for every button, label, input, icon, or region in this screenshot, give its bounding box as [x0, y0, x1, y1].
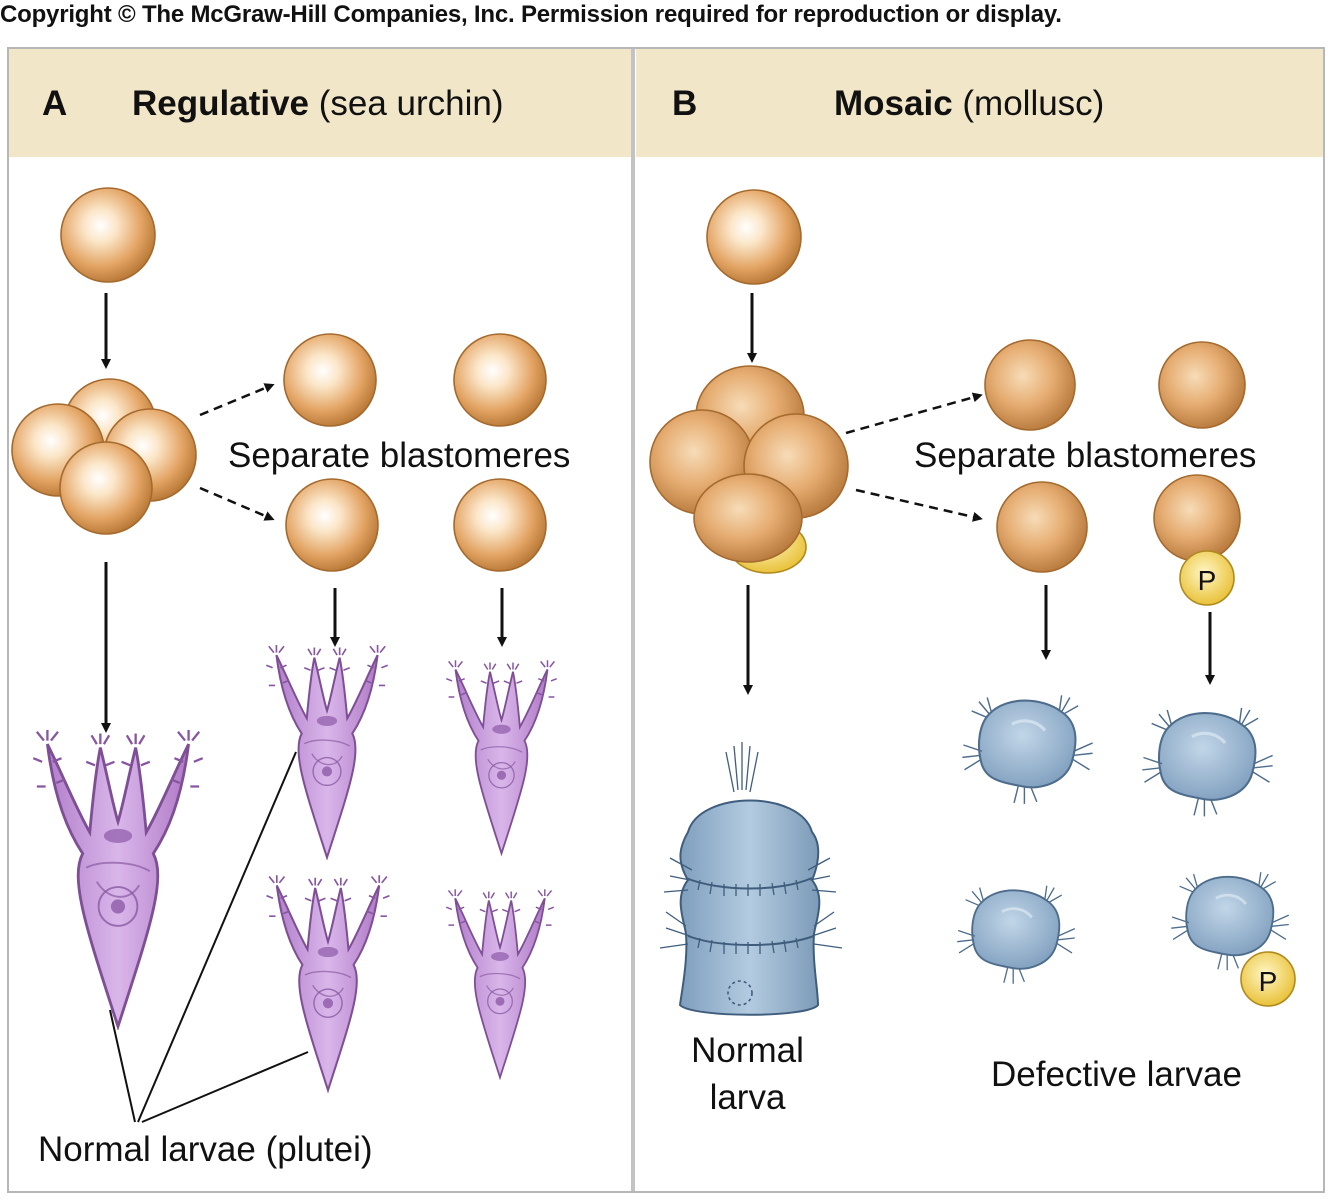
panel-b-normal-larva-label-line2: larva — [709, 1078, 786, 1117]
panel-b-defective-larva-polar-lobe: P — [1240, 951, 1296, 1007]
panel-b-dashed-arrow-upper — [845, 392, 983, 435]
panel-b-blastomeres — [984, 339, 1246, 573]
panel-a-leader-lines — [109, 751, 309, 1123]
polar-lobe-label-1: P — [1198, 565, 1217, 596]
panel-a-egg — [60, 187, 156, 283]
panel-a-title: Regulative (sea urchin) — [132, 84, 504, 124]
panel-b-letter: B — [672, 84, 698, 123]
panel-b-title-rest: (mollusc) — [962, 84, 1105, 123]
panel-b-title-bold: Mosaic — [834, 84, 953, 123]
panel-b-egg — [706, 189, 802, 285]
panel-a-letter: A — [42, 84, 68, 123]
copyright-notice: Copyright © The McGraw-Hill Companies, I… — [0, 1, 1062, 28]
panel-b-dashed-arrow-lower — [855, 488, 983, 522]
panel-b-header — [636, 49, 1323, 157]
panel-a-normal-larvae-label: Normal larvae (plutei) — [38, 1130, 373, 1169]
panel-a-pluteus-half-3 — [265, 874, 391, 1092]
panel-b-separate-blastomeres-label: Separate blastomeres — [914, 436, 1257, 475]
panel-a-title-bold: Regulative — [132, 84, 309, 123]
panel-a-4cell-embryo — [11, 378, 197, 535]
panel-a-header — [9, 49, 632, 157]
panel-a-pluteus-half-1 — [265, 645, 389, 859]
panel-a-dashed-arrow-upper — [199, 383, 275, 417]
figure-frame — [7, 47, 1325, 1193]
panel-a-blastomeres — [283, 333, 547, 572]
panel-a-pluteus-half-4 — [445, 888, 555, 1079]
panel-b-normal-larva-label-line1: Normal — [691, 1031, 804, 1070]
panel-a-pluteus-whole — [31, 730, 205, 1028]
panel-b-title: Mosaic (mollusc) — [834, 84, 1104, 124]
panel-divider — [631, 49, 635, 1191]
panel-b-normal-larva — [659, 742, 843, 1016]
panel-a-title-rest: (sea urchin) — [318, 84, 504, 123]
panel-b-defective-larva-3 — [955, 884, 1077, 986]
panel-a-dashed-arrow-lower — [199, 486, 275, 521]
panel-b-defective-larva-2 — [1140, 706, 1275, 818]
panel-b-defective-larva-1 — [960, 693, 1095, 806]
panel-b-defective-larvae-label: Defective larvae — [991, 1055, 1242, 1094]
panel-b-polar-lobe-blastomere: P — [1179, 550, 1235, 606]
panel-a-pluteus-half-2 — [445, 659, 558, 855]
panel-a-separate-blastomeres-label: Separate blastomeres — [228, 436, 571, 475]
panel-b-4cell-embryo — [649, 365, 849, 574]
polar-lobe-label-2: P — [1259, 966, 1278, 997]
